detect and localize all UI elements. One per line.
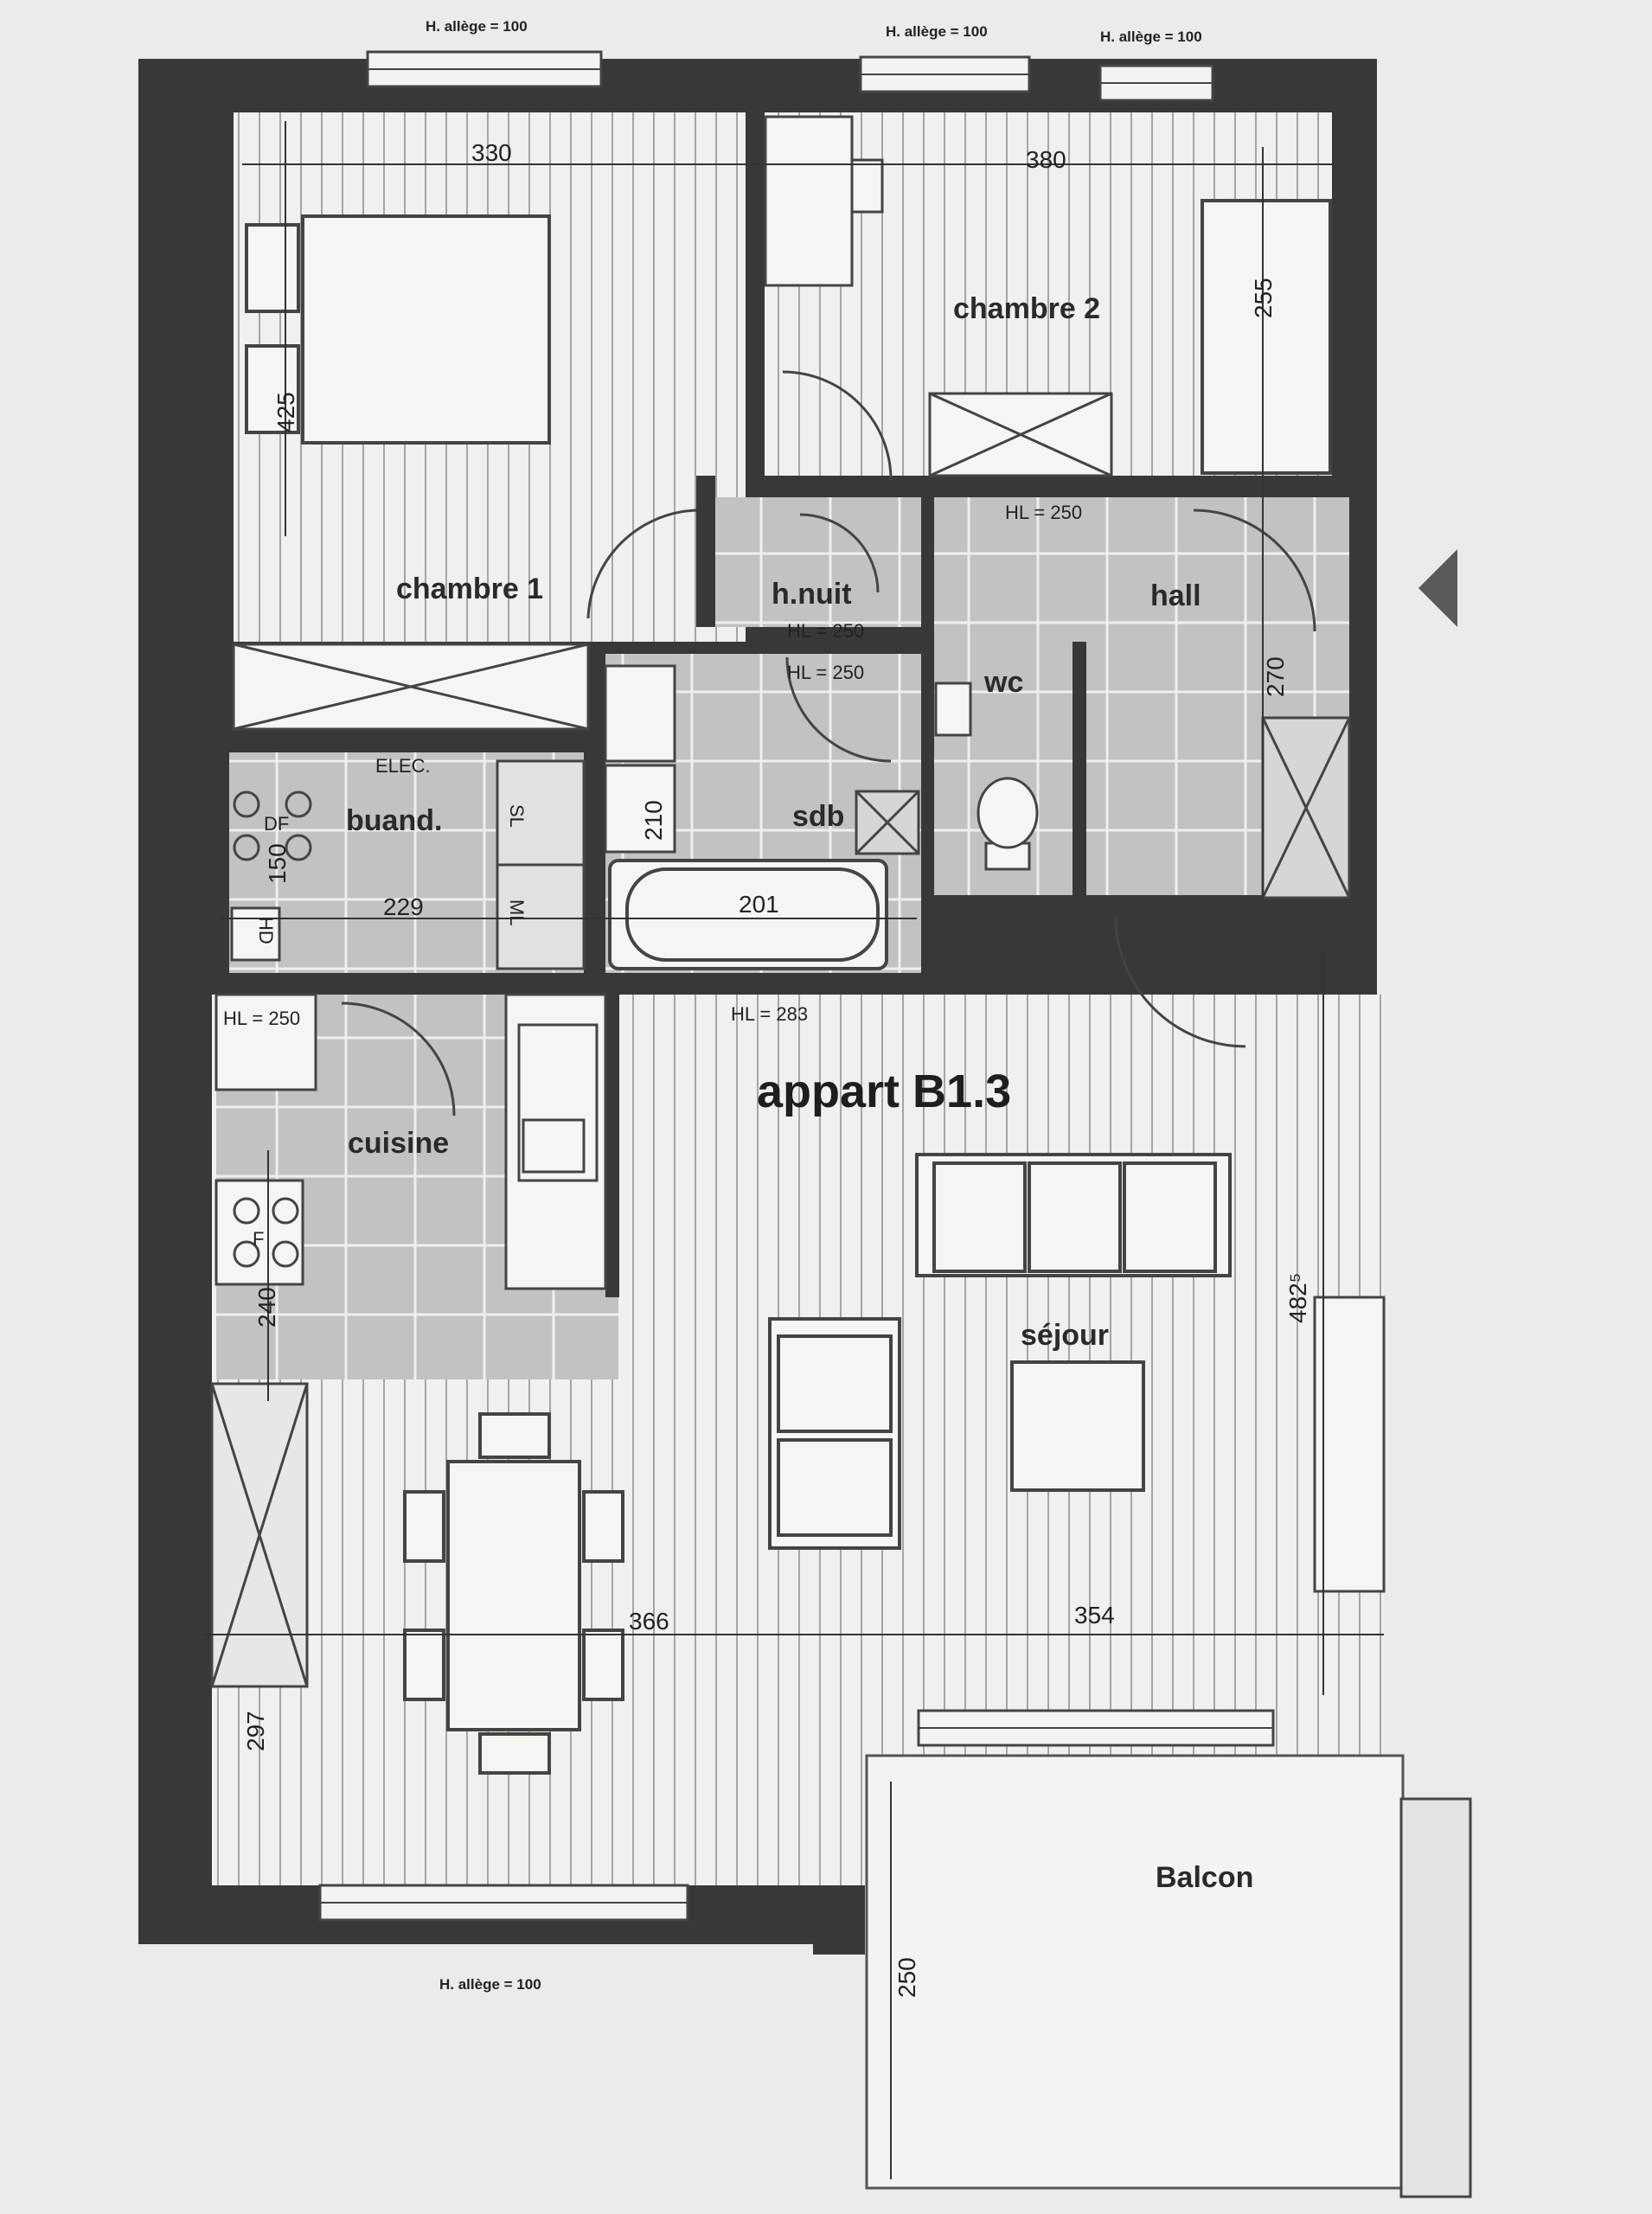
washbasin-wc — [934, 681, 972, 737]
room-label-chambre1: chambre 1 — [396, 573, 543, 605]
hl-label-cuisine: HL = 250 — [223, 1008, 300, 1029]
room-label-hnuit: h.nuit — [772, 578, 852, 611]
dim-hall-depth: 270 — [1262, 656, 1289, 697]
balcon-floor — [865, 1754, 1405, 2190]
room-label-wc: wc — [983, 666, 1023, 699]
wall-wc-left — [922, 642, 934, 979]
room-label-sejour: séjour — [1021, 1319, 1109, 1352]
bed-chambre1 — [245, 214, 551, 445]
dim-bath-length: 201 — [739, 891, 779, 918]
bed-chambre2 — [1201, 199, 1332, 475]
room-label-hall: hall — [1150, 579, 1201, 612]
dim-living-width-right: 354 — [1074, 1602, 1115, 1629]
fixture-df: DF — [264, 813, 289, 835]
room-label-buand: buand. — [346, 804, 442, 837]
window-label-top-left: H. allège = 100 — [426, 18, 528, 35]
sofa — [915, 1153, 1232, 1277]
window-label-top-middle: H. allège = 100 — [886, 23, 988, 40]
balcony-railing — [1399, 1797, 1472, 2198]
wall-chambre2-bottom — [765, 476, 1349, 495]
dim-sejour-depth: 482⁵ — [1284, 1273, 1311, 1323]
sideboard-left — [210, 1382, 309, 1688]
window-label-bottom: H. allège = 100 — [439, 1976, 541, 1993]
wall-buand-bottom — [225, 976, 934, 995]
room-label-chambre2: chambre 2 — [953, 292, 1100, 325]
wall-cuisine-right — [605, 995, 619, 1297]
wardrobe-chambre2 — [928, 392, 1113, 477]
dim-chambre1-width: 330 — [471, 139, 512, 166]
dim-sdb-depth: 210 — [640, 800, 667, 841]
plan-title: appart B1.3 — [757, 1065, 1011, 1117]
fixture-ml: ML — [506, 899, 528, 926]
dim-chambre2-depth: 255 — [1250, 278, 1277, 318]
dim-chambre2-width: 380 — [1026, 146, 1066, 173]
fixture-hd: HD — [255, 917, 277, 944]
shower-sdb — [855, 790, 920, 855]
dim-chambre1-depth: 425 — [272, 392, 299, 432]
room-label-balcon: Balcon — [1156, 1861, 1253, 1894]
hl-label-sejour: HL = 283 — [731, 1003, 808, 1025]
dining-table — [403, 1412, 624, 1775]
room-label-cuisine: cuisine — [348, 1127, 449, 1160]
wall-chambre-divider — [746, 112, 765, 476]
window-label-top-right: H. allège = 100 — [1100, 29, 1202, 45]
window-top-right — [1098, 64, 1214, 102]
desk-chambre2 — [764, 115, 884, 287]
fixture-sl: SL — [506, 804, 528, 828]
hl-label-hall: HL = 250 — [1005, 502, 1082, 523]
window-bottom — [318, 1884, 689, 1922]
wall-sdb-left — [588, 642, 604, 979]
dim-buand-width: 229 — [383, 893, 424, 920]
wall-chambre1-bottom — [225, 731, 588, 750]
window-top-left — [366, 50, 603, 88]
window-balcony-door — [917, 1709, 1275, 1747]
entrance-arrow-icon — [1418, 549, 1457, 627]
room-label-sdb: sdb — [792, 800, 844, 833]
wall-hnuit-left — [696, 476, 715, 627]
hl-label-sdb: HL = 250 — [787, 662, 864, 683]
wardrobe-chambre1 — [232, 643, 590, 731]
washbasins-sdb — [604, 664, 676, 854]
kitchen-counter — [215, 993, 607, 1290]
cabinet-right — [1313, 1296, 1386, 1593]
fixture-elec: ELEC. — [375, 755, 431, 777]
wardrobe-hall — [1261, 716, 1351, 899]
armchair — [768, 1317, 901, 1550]
wall-wc-right — [1073, 642, 1086, 901]
dim-buand-depth: 150 — [264, 843, 291, 884]
washing-machines-buand — [230, 759, 586, 970]
bathtub — [608, 859, 888, 970]
fixture-f: F — [253, 1228, 264, 1250]
hnuit-floor — [714, 497, 921, 627]
dim-cuisine-depth: 240 — [253, 1287, 280, 1328]
wall-hall-bottom — [1008, 899, 1354, 915]
coffee-table — [1010, 1360, 1145, 1492]
hl-label-hnuit: HL = 250 — [787, 620, 864, 642]
dim-living-width-left: 366 — [629, 1608, 669, 1635]
dim-dining-depth: 297 — [242, 1711, 269, 1751]
dim-balcon-depth: 250 — [893, 1957, 920, 1998]
dimension-lines — [203, 121, 1384, 2179]
door-swings — [341, 370, 1316, 1117]
toilet — [976, 777, 1039, 871]
wall-sdb-top — [588, 642, 934, 654]
window-top-middle — [859, 55, 1031, 93]
